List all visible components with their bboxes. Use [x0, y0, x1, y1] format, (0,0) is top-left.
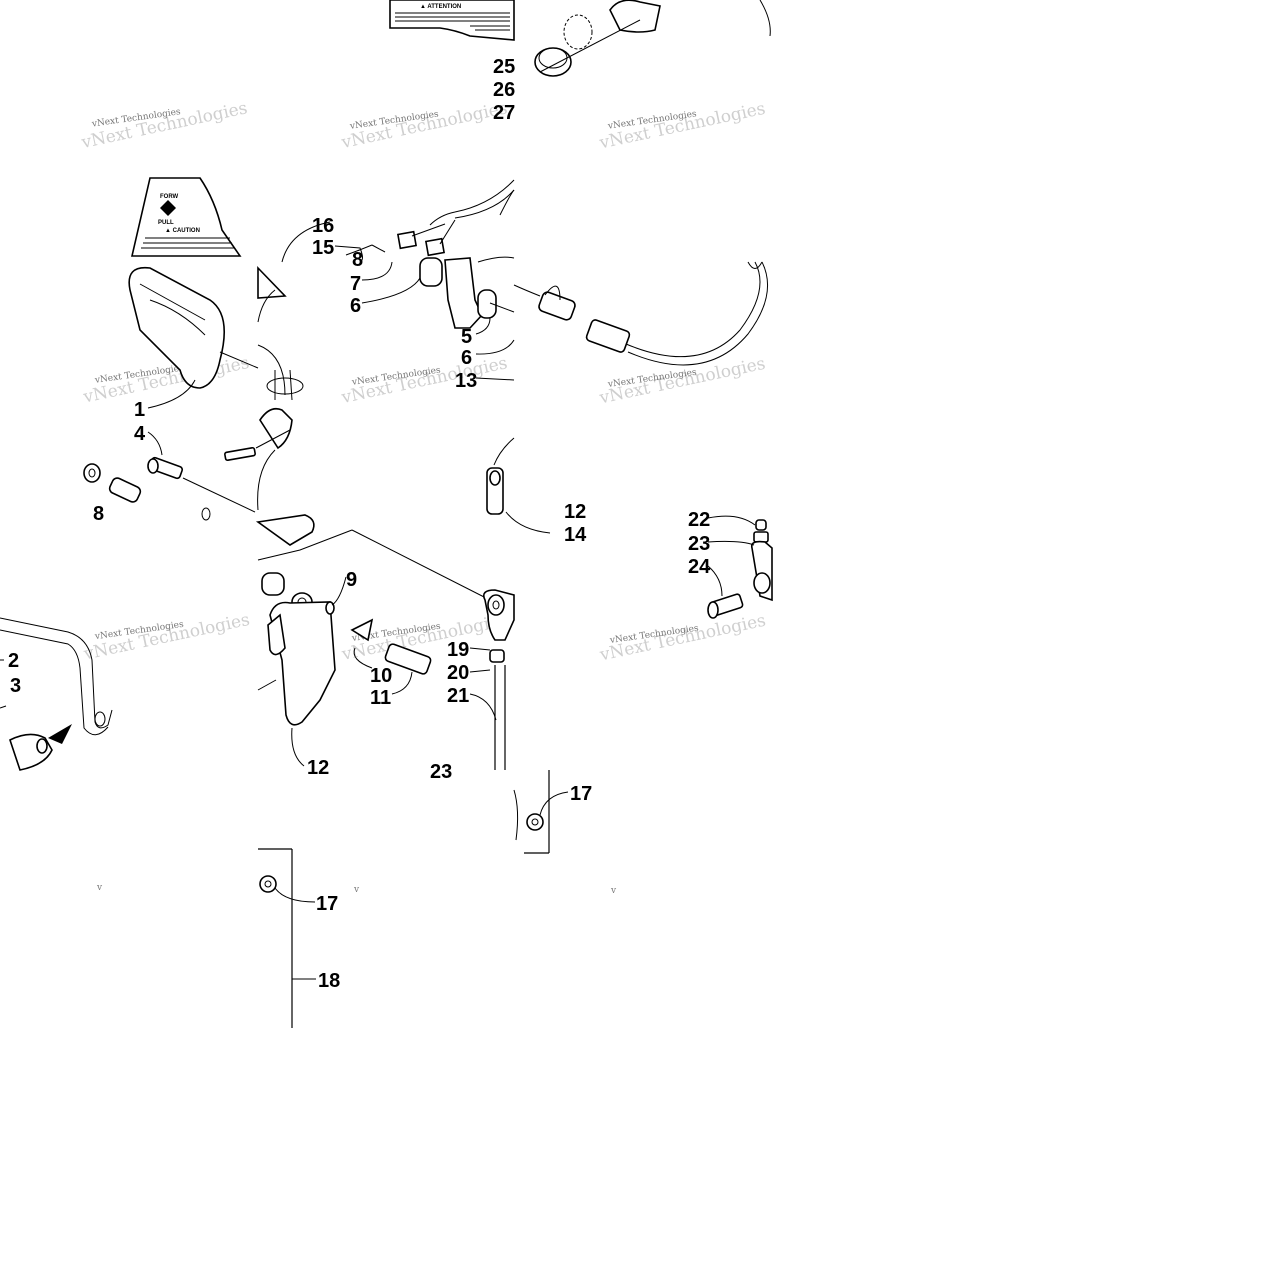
callout-18: 18: [318, 970, 340, 992]
callout-17: 17: [570, 783, 592, 805]
leader-lines: [0, 221, 756, 980]
callout-16: 16: [312, 215, 334, 237]
callout-21: 21: [447, 685, 469, 707]
spring-clip: [224, 289, 304, 511]
small-decal: [257, 266, 287, 299]
callout-23: 23: [688, 533, 710, 555]
callout-7: 7: [350, 273, 361, 295]
switch-harness: [345, 179, 515, 329]
shift-bracket: [255, 514, 491, 726]
callout-26: 26: [493, 79, 515, 101]
shift-rod-upper: [486, 437, 515, 515]
reverse-handle: [128, 266, 259, 389]
attention-title: ▲ ATTENTION: [420, 4, 461, 10]
callout-17: 17: [316, 893, 338, 915]
callout-27: 27: [493, 102, 515, 124]
pull-label: PULL: [158, 220, 174, 226]
watermark-fragment: v: [610, 886, 617, 896]
lower-frame-right: [513, 770, 550, 854]
bolt-4: [147, 456, 256, 513]
watermark-fragment: v: [96, 883, 103, 893]
callout-19: 19: [447, 639, 469, 661]
callouts: 25 26 27 16 15 8 7 6 5 6 13 1 4 8 12 14 …: [8, 56, 711, 992]
callout-8: 8: [93, 503, 104, 525]
watermark-fragment: v: [353, 885, 360, 895]
callout-12: 12: [307, 757, 329, 779]
callout-9: 9: [346, 569, 357, 591]
callout-3: 3: [10, 675, 21, 697]
callout-10: 10: [370, 665, 392, 687]
callout-2: 2: [8, 650, 19, 672]
callout-11: 11: [370, 687, 391, 709]
lower-frame-left: [258, 848, 293, 1028]
callout-5: 5: [461, 326, 472, 348]
callout-24: 24: [688, 556, 711, 578]
caution-decal: FORW PULL ▲ CAUTION: [130, 177, 242, 257]
callout-1: 1: [134, 399, 145, 421]
linkage-rod: [0, 617, 113, 771]
caution-title: ▲ CAUTION: [165, 228, 200, 234]
callout-15: 15: [312, 237, 334, 259]
seal-ring: [534, 0, 771, 77]
rod-end-24: [707, 519, 773, 619]
callout-13: 13: [455, 370, 477, 392]
attention-decal: ▲ ATTENTION: [389, 0, 515, 41]
callout-23-partial: 23: [430, 761, 452, 783]
callout-25: 25: [493, 56, 515, 78]
callout-6: 6: [350, 295, 361, 317]
callout-8: 8: [352, 249, 363, 271]
callout-4: 4: [134, 423, 146, 445]
rod-end-19: [482, 589, 515, 770]
callout-6: 6: [461, 347, 472, 369]
connector-cable: [513, 261, 768, 366]
callout-20: 20: [447, 662, 469, 684]
callout-12: 12: [564, 501, 586, 523]
forward-label: FORW: [160, 194, 179, 200]
callout-22: 22: [688, 509, 710, 531]
callout-14: 14: [564, 524, 587, 546]
washer-and-bushing: [83, 463, 211, 521]
